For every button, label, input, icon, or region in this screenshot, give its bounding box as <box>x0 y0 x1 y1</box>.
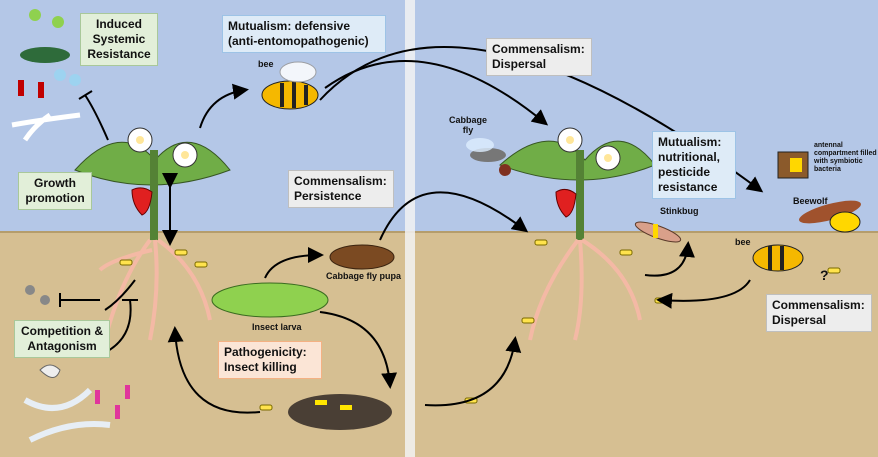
insect-larva-illustration <box>211 282 329 318</box>
pathogenicity-box: Pathogenicity: Insect killing <box>218 341 322 379</box>
stinkbug-illustration <box>634 221 682 243</box>
soil-background <box>0 232 878 457</box>
cabbage-fly-pupa-illustration <box>329 244 395 270</box>
microbes-illustration <box>11 9 130 443</box>
mutualism-defensive-box: Mutualism: defensive (anti-entomopathoge… <box>222 15 386 53</box>
question-mark-label: ? <box>820 267 829 283</box>
commensalism-dispersal-bottom-box: Commensalism: Dispersal <box>766 294 872 332</box>
growth-promotion-box: Growth promotion <box>18 172 92 210</box>
mutualism-nutritional-box: Mutualism: nutritional, pesticide resist… <box>652 131 736 199</box>
ground-bee-illustration <box>752 244 804 272</box>
induced-systemic-resistance-box: Induced Systemic Resistance <box>80 13 158 66</box>
panel-divider <box>405 0 415 457</box>
strawberry-plant-left <box>74 127 231 341</box>
bee-illustration <box>261 61 319 110</box>
antennal-compartment-label: antennal compartment filled with symbiot… <box>814 142 877 173</box>
dead-insect-illustration <box>288 394 392 430</box>
cabbage-fly-pupa-label: Cabbage fly pupa <box>326 271 402 281</box>
beewolf-label: Beewolf <box>793 196 828 206</box>
ground-bee-label: bee <box>735 237 751 247</box>
commensalism-dispersal-top-box: Commensalism: Dispersal <box>486 38 592 76</box>
strawberry-plant-right <box>499 127 656 341</box>
cabbage-fly-label: Cabbage fly <box>448 115 487 135</box>
stinkbug-label: Stinkbug <box>660 206 699 216</box>
beewolf-illustration <box>777 151 861 233</box>
commensalism-persistence-box: Commensalism: Persistence <box>288 170 394 208</box>
competition-antagonism-box: Competition & Antagonism <box>14 320 110 358</box>
insect-larva-label: Insect larva <box>252 322 302 332</box>
cabbage-fly-illustration <box>466 138 511 176</box>
bee-label: bee <box>258 59 274 69</box>
